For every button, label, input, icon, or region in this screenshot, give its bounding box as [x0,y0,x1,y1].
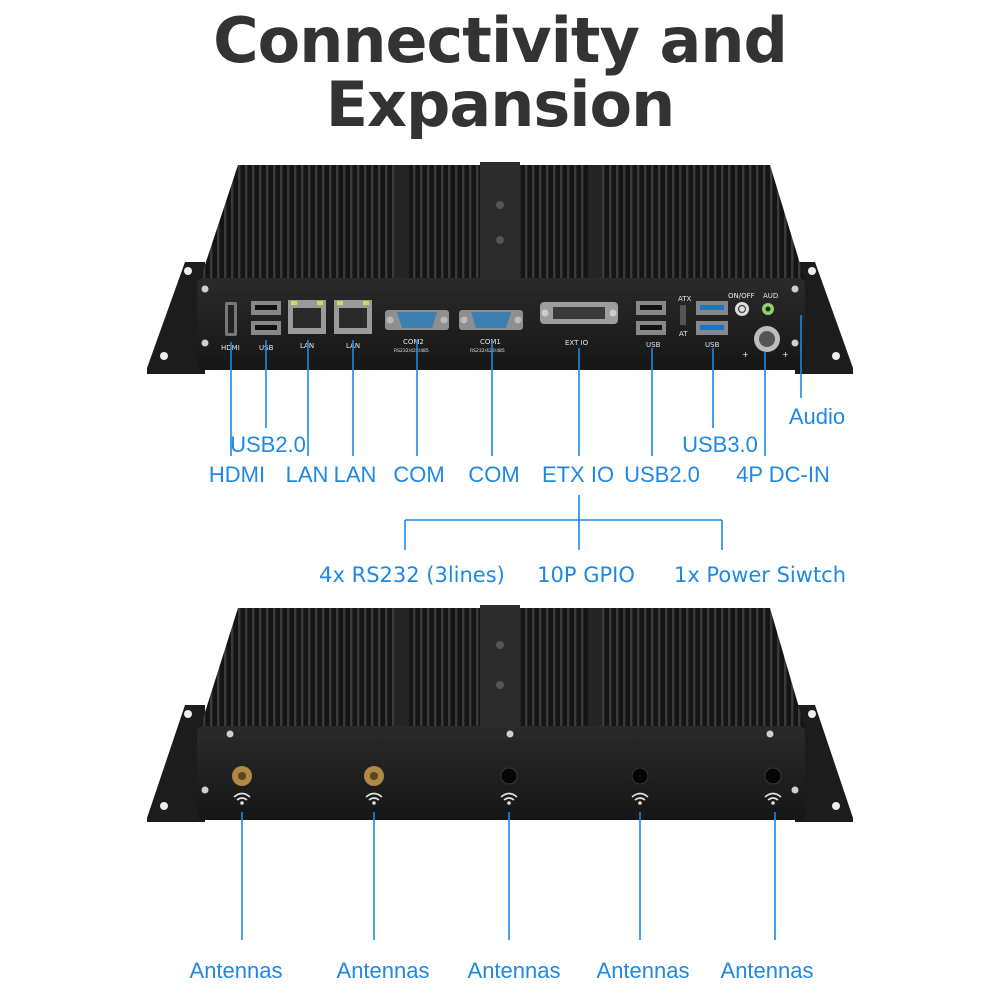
aud-silkscreen: AUD [763,292,778,300]
com2-silkscreen: COM2 [403,338,424,346]
rear-left-bracket [147,705,205,822]
sma-antenna-connector-2 [364,766,384,786]
callout-antenna-1: Antennas [189,958,283,983]
left-mounting-bracket [147,262,205,374]
callout-antenna-4: Antennas [596,958,690,983]
callout-audio: Audio [788,404,846,429]
callout-lan-2: LAN [333,462,377,487]
callout-com-2: COM [393,462,445,487]
callout-usb20-right: USB2.0 [624,462,700,487]
callout-antenna-5: Antennas [720,958,814,983]
rear-right-bracket [795,705,853,822]
atx-at-switch [680,305,686,325]
callout-antenna-2: Antennas [336,958,430,983]
atx-silkscreen: ATX [678,295,692,303]
sma-antenna-connector-1 [232,766,252,786]
rear-panel [197,726,805,820]
com1-sub-silkscreen: RS232/422/485 [470,348,505,354]
dc-plus-right: + [782,350,789,359]
center-rail [480,162,520,280]
usb-mid-silkscreen: USB [646,341,661,349]
antenna-hole-3 [500,767,518,785]
callout-etx-io: ETX IO [541,462,615,487]
usb-right-silkscreen: USB [705,341,720,349]
callout-lan-1: LAN [285,462,329,487]
page-title-line-1: Connectivity and [213,4,788,77]
wifi-icon [233,792,251,805]
antenna-hole-5 [764,767,782,785]
callout-hdmi: HDMI [208,462,266,487]
wifi-icon [500,792,518,805]
callout-usb20-left: USB2.0 [230,432,306,457]
power-button [735,302,749,316]
breakout-rs232: 4x RS232 (3lines) [319,563,505,587]
right-mounting-bracket [795,262,853,374]
wifi-icon [365,792,383,805]
breakout-gpio: 10P GPIO [537,563,635,587]
com1-silkscreen: COM1 [480,338,501,346]
wifi-icon [631,792,649,805]
ext-io-silkscreen: EXT IO [565,339,589,347]
front-unit: HDMI USB LAN LAN COM2 RS232/422/485 COM1… [147,162,853,374]
breakout-power-switch: 1x Power Siwtch [673,563,847,587]
rear-unit [147,605,853,822]
wifi-icon [764,792,782,805]
on-off-silkscreen: ON/OFF [728,292,755,300]
rear-callout-lines [241,812,776,940]
lan1-silkscreen: LAN [300,342,314,350]
callout-usb30: USB3.0 [682,432,758,457]
antenna-hole-4 [631,767,649,785]
com2-sub-silkscreen: RS232/422/485 [394,348,429,354]
dc-plus-left: + [742,350,749,359]
callout-dc-in: 4P DC-IN [736,462,830,487]
page-title-line-2: Expansion [325,68,676,141]
at-silkscreen: AT [679,330,688,338]
callout-com-1: COM [468,462,520,487]
front-callout-lines [230,315,802,550]
callout-antenna-3: Antennas [467,958,561,983]
